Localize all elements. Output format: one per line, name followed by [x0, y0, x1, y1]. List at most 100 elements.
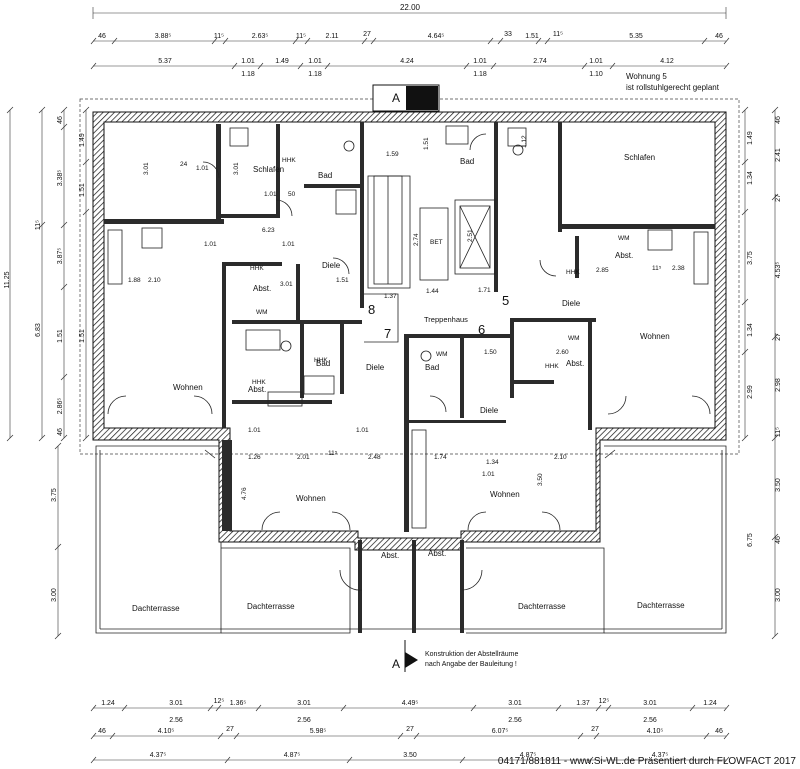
- dim-bottom: 4.37⁵: [150, 752, 167, 759]
- fixture-label: WM: [436, 351, 448, 358]
- room-label: Bad: [425, 363, 439, 372]
- svg-text:1.01: 1.01: [248, 427, 261, 434]
- room-label: Dachterrasse: [637, 601, 685, 610]
- svg-text:1.88: 1.88: [128, 277, 141, 284]
- dim-bottom: 27: [591, 726, 599, 733]
- dim-bottom: 4.10⁵: [158, 728, 175, 735]
- dim-top: 1.18: [473, 71, 487, 78]
- dim-right: 1.49: [747, 131, 754, 145]
- dim-left: 11⁵: [35, 220, 42, 230]
- room-label: Wohnen: [490, 490, 520, 499]
- dim-top: 5.37: [158, 58, 172, 65]
- room-label: Bad: [460, 157, 474, 166]
- svg-text:1.51: 1.51: [423, 137, 430, 150]
- fixture-label: WM: [568, 335, 580, 342]
- dim-bottom: 3.01: [169, 700, 183, 707]
- dimension-lines: [6, 7, 779, 764]
- dim-bottom: 4.37⁵: [652, 752, 669, 759]
- credit-line: 04171/881811 - www.Si-WL.de Präsentiert …: [497, 756, 796, 767]
- bottom-dimensions: 1.24 3.01 12⁵ 1.36⁵ 3.01 4.49⁵ 3.01 1.37…: [98, 698, 723, 759]
- dim-right: 6.75: [747, 533, 754, 547]
- room-label: Dachterrasse: [132, 604, 180, 613]
- stair-label: Treppenhaus: [424, 315, 468, 324]
- dim-bottom: 2.56: [643, 717, 657, 724]
- dim-left: 2.86⁵: [57, 398, 64, 415]
- fixture-label: WM: [618, 235, 630, 242]
- dim-top: 4.12: [660, 58, 674, 65]
- svg-text:2.38: 2.38: [672, 265, 685, 272]
- svg-text:2.51: 2.51: [467, 229, 474, 242]
- terraces: [95, 445, 727, 634]
- dim-bottom: 2.56: [508, 717, 522, 724]
- dim-right: 3.50: [775, 478, 782, 492]
- fixtures: [107, 125, 709, 529]
- dim-top: 3.88⁵: [155, 33, 172, 40]
- svg-text:ist rollstuhlgerecht geplant: ist rollstuhlgerecht geplant: [626, 83, 720, 92]
- dim-top: 1.49: [275, 58, 289, 65]
- dim-left: 46: [57, 428, 64, 436]
- dim-bottom: 3.01: [297, 700, 311, 707]
- dim-left: 3.00: [51, 588, 58, 602]
- svg-text:1.37: 1.37: [384, 293, 397, 300]
- dim-bottom: 27: [226, 726, 234, 733]
- fixture-labels: WM HHK BET WM HHK HHK WM HHK WM HHK HHK: [250, 157, 630, 386]
- room-label: Abst.: [566, 359, 584, 368]
- dim-left: 3.75: [51, 488, 58, 502]
- fixture-label: BET: [430, 239, 443, 246]
- dim-top: 2.74: [533, 58, 547, 65]
- section-marker-bottom: A: [392, 640, 418, 672]
- dim-top: 2.63⁵: [252, 33, 269, 40]
- svg-text:2.01: 2.01: [297, 454, 310, 461]
- room-label: Abst.: [253, 284, 271, 293]
- dim-left: 6.83: [35, 323, 42, 337]
- dim-bottom: 4.10⁵: [647, 728, 664, 735]
- svg-text:1.71: 1.71: [478, 287, 491, 294]
- dim-right: 2.41: [775, 148, 782, 162]
- dim-right: 27: [775, 333, 782, 341]
- dim-right: 3.00: [775, 588, 782, 602]
- room-label: Wohnen: [296, 494, 326, 503]
- dim-right: 2.98: [775, 378, 782, 392]
- fixture-label: HHK: [250, 265, 264, 272]
- dim-bottom: 12⁵: [599, 698, 610, 705]
- left-dimensions: 11.25 11⁵ 6.83 46 3.38⁵ 3.87⁵ 1.51 2.86⁵…: [4, 116, 86, 602]
- dim-left: 1.49: [79, 133, 86, 147]
- dim-bottom: 1.37: [576, 700, 590, 707]
- apartment-numbers: 8 7 6 5 Treppenhaus: [368, 293, 509, 341]
- dim-top: 1.01: [241, 58, 255, 65]
- door-swings: [107, 133, 711, 591]
- svg-text:2.10: 2.10: [148, 277, 161, 284]
- svg-text:2.60: 2.60: [556, 349, 569, 356]
- room-label: Abst.: [248, 385, 266, 394]
- dim-right: 1.34: [747, 323, 754, 337]
- room-label: Schlafen: [624, 153, 655, 162]
- dim-right: 1.34: [747, 171, 754, 185]
- dim-left: 3.87⁵: [57, 248, 64, 265]
- dim-bottom: 4.49⁵: [402, 700, 419, 707]
- room-label: Abst.: [381, 551, 399, 560]
- svg-text:1.01: 1.01: [282, 241, 295, 248]
- room-label: Diele: [366, 363, 385, 372]
- right-dimensions: 46 2.41 27 4.53⁵ 27 2.98 11⁵ 3.50 46 6.7…: [747, 116, 782, 602]
- dim-bottom: 27: [406, 726, 414, 733]
- dim-top: 1.01: [308, 58, 322, 65]
- svg-text:6.23: 6.23: [262, 227, 275, 234]
- stair-core: [364, 175, 496, 343]
- room-labels: Schlafen Bad Diele Abst. Wohnen Bad Schl…: [132, 153, 685, 613]
- svg-text:3.01: 3.01: [143, 162, 150, 175]
- dim-left: 1.51: [79, 183, 86, 197]
- svg-text:1.59: 1.59: [386, 151, 399, 158]
- dim-top: 27: [363, 31, 371, 38]
- svg-text:1.01: 1.01: [196, 165, 209, 172]
- svg-text:24: 24: [180, 161, 188, 168]
- room-label: Diele: [562, 299, 581, 308]
- apartment-number: 8: [368, 302, 375, 317]
- svg-text:1.26: 1.26: [248, 454, 261, 461]
- fixture-label: HHK: [566, 269, 580, 276]
- overall-width: 22.00: [400, 3, 421, 12]
- dim-right: 27: [775, 194, 782, 202]
- dim-top: 33: [504, 31, 512, 38]
- dim-top: 46: [98, 33, 106, 40]
- room-label: Diele: [480, 406, 499, 415]
- dim-top: 46: [715, 33, 723, 40]
